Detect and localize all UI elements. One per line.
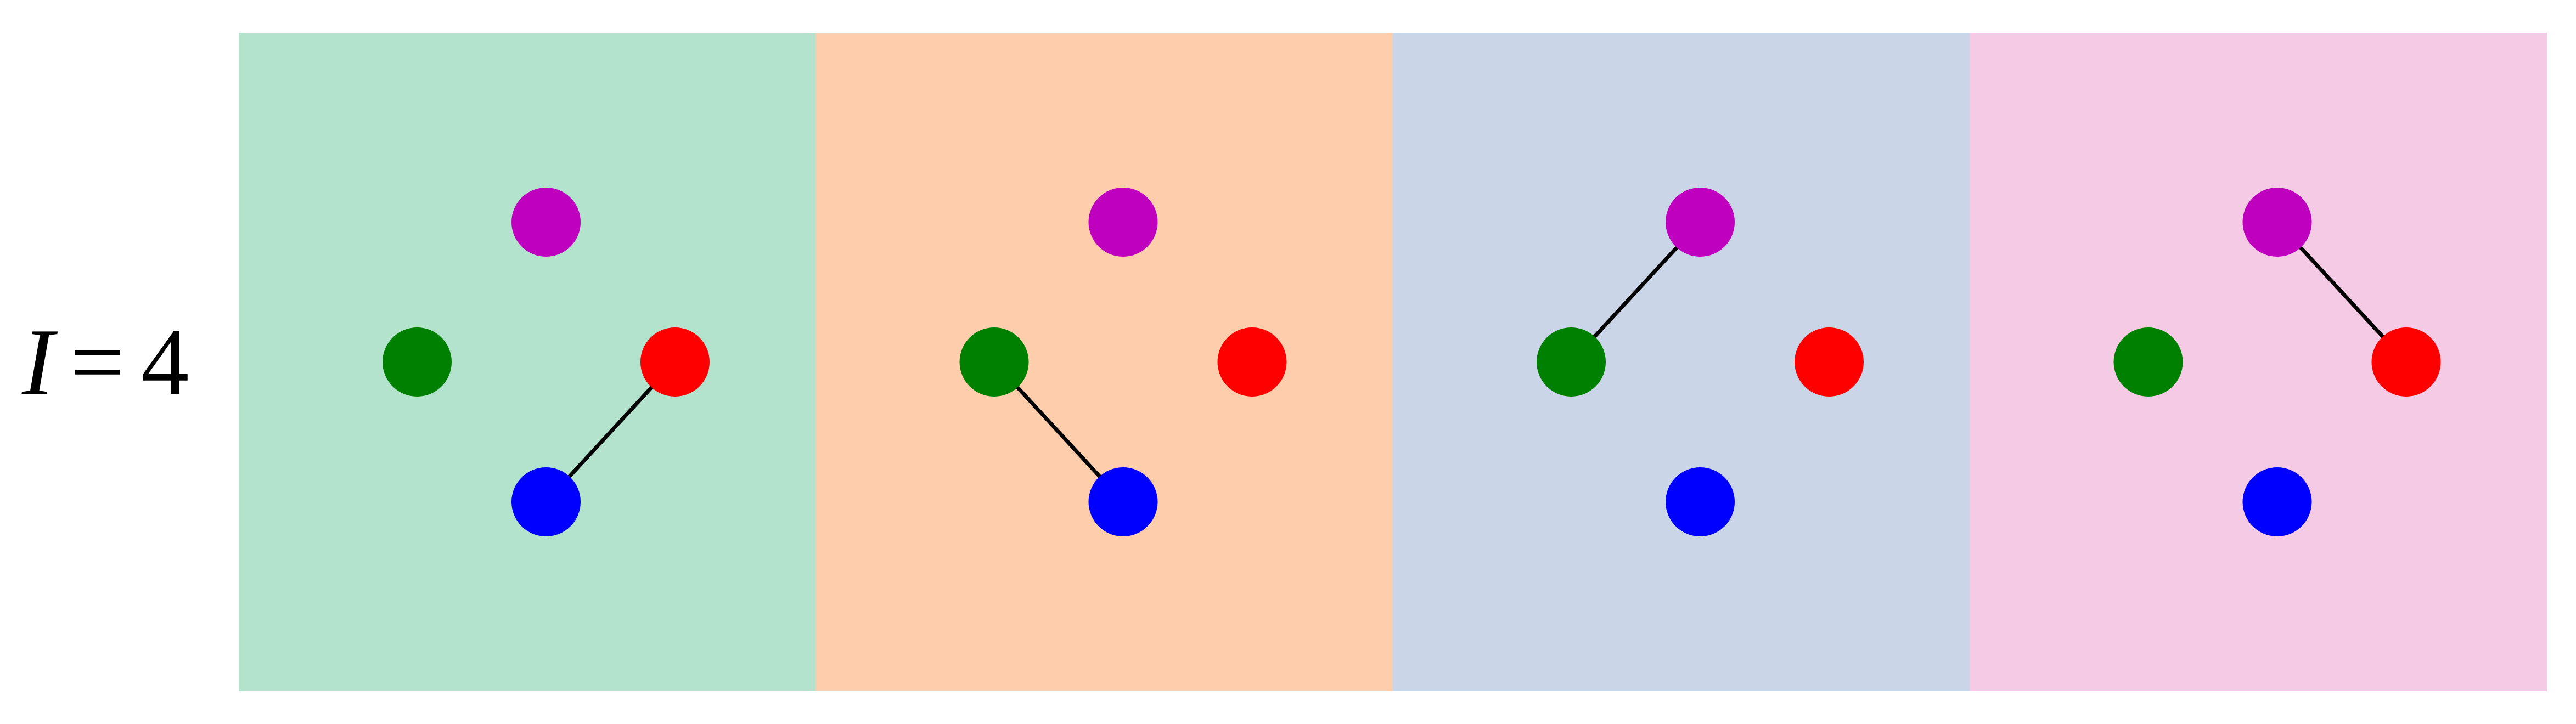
node-red	[640, 327, 710, 397]
panel-4	[1970, 33, 2547, 691]
row-label-value: 4	[140, 308, 189, 415]
node-magenta	[511, 188, 581, 257]
node-green	[2113, 327, 2183, 397]
node-green	[1537, 327, 1606, 397]
panel-background	[1970, 33, 2547, 691]
node-magenta	[1088, 188, 1158, 257]
node-blue	[511, 467, 581, 536]
node-red	[2371, 327, 2441, 397]
node-red	[1795, 327, 1864, 397]
panel-3	[1393, 33, 1970, 691]
panel-2	[815, 33, 1393, 691]
node-red	[1217, 327, 1287, 397]
row-label: I = 4	[22, 285, 230, 439]
node-magenta	[2242, 188, 2312, 257]
node-magenta	[1666, 188, 1735, 257]
node-green	[959, 327, 1029, 397]
row-label-variable: I	[22, 308, 54, 415]
row-label-equals: =	[70, 308, 125, 415]
node-blue	[1666, 467, 1735, 536]
panel-background	[239, 33, 816, 691]
node-blue	[2242, 467, 2312, 536]
panel-background	[815, 33, 1393, 691]
node-blue	[1088, 467, 1158, 536]
panel-background	[1393, 33, 1970, 691]
panel-row	[239, 33, 2547, 691]
node-green	[383, 327, 452, 397]
panel-1	[239, 33, 816, 691]
panels-svg	[239, 33, 2547, 691]
